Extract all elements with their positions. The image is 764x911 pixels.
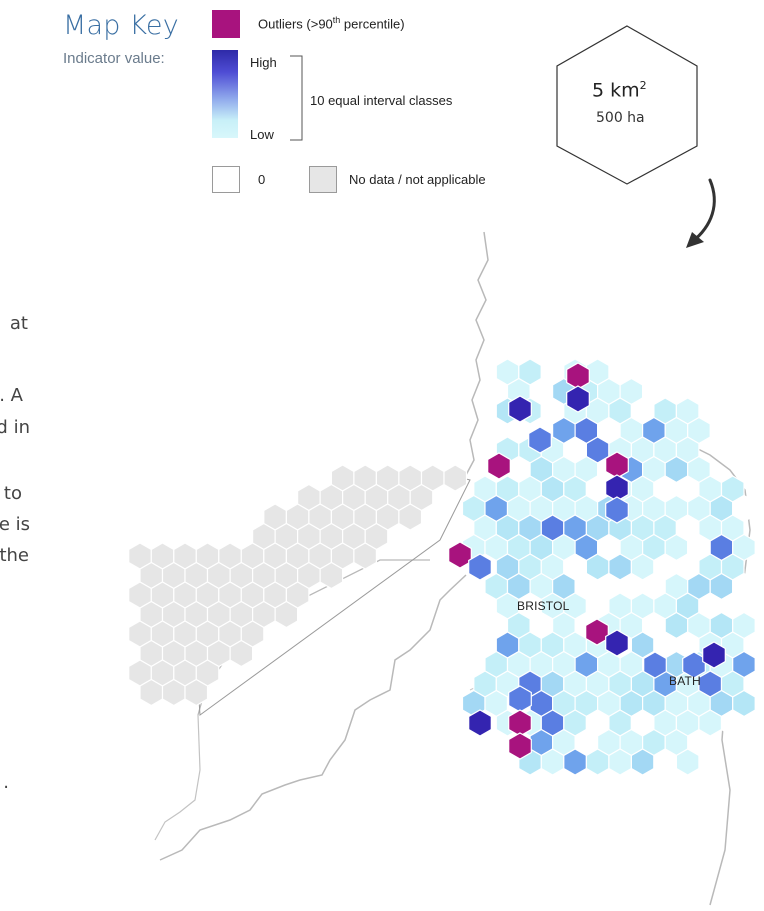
nodata-hex [353, 542, 377, 570]
nodata-hex [161, 678, 186, 707]
low-label: Low [250, 127, 274, 142]
highlight-hex [508, 395, 532, 423]
coastline-south [159, 574, 467, 861]
highlight-hex [508, 685, 532, 713]
highlight-hex [448, 541, 472, 569]
coastline-north [465, 231, 489, 476]
left-text-line-3: sed in [0, 417, 30, 438]
highlight-hex [585, 618, 609, 646]
highlight-hex [487, 452, 511, 480]
indicator-hex [540, 748, 565, 776]
classes-label: 10 equal interval classes [310, 93, 453, 108]
highlight-hex [566, 385, 590, 413]
coastline-wales [154, 714, 201, 841]
nodata-hex [229, 639, 254, 668]
indicator-hex [563, 748, 588, 776]
highlight-hex [605, 451, 629, 479]
left-text-line-1: at [9, 313, 28, 334]
highlight-hex [605, 629, 629, 657]
hex-area-label: 5 km2 [592, 79, 647, 102]
left-text-line-4: d to [0, 483, 22, 504]
highlight-hex [508, 732, 532, 760]
nodata-hex [319, 561, 344, 590]
nodata-label: No data / not applicable [349, 172, 486, 187]
left-text-line-7: . [3, 772, 9, 793]
indicator-hex [630, 748, 655, 776]
indicator-hex [585, 748, 610, 776]
city-label-bath: BATH [669, 674, 701, 688]
gradient-swatch [212, 50, 238, 138]
nodata-hex [398, 503, 423, 531]
indicator-hex [698, 709, 723, 737]
left-text-line-6: the [0, 545, 29, 566]
curved-arrow [686, 178, 716, 248]
nodata-hex [139, 678, 164, 707]
nodata-hex [184, 678, 209, 707]
hex-scale-shape [556, 25, 698, 185]
city-label-bristol: BRISTOL [517, 599, 570, 613]
indicator-value-label: Indicator value: [63, 50, 165, 67]
map-key-title: Map Key [63, 10, 179, 41]
nodata-hex [274, 600, 299, 629]
nodata-swatch [309, 166, 337, 193]
indicator-hex [653, 748, 678, 776]
outliers-label: Outliers (>90th percentile) [258, 15, 405, 32]
indicator-hex [675, 748, 700, 776]
nodata-hex [443, 464, 468, 492]
left-text-line-5: here is [0, 514, 30, 535]
highlight-hex [528, 426, 552, 454]
class-bracket [290, 55, 303, 141]
highlight-hex [702, 641, 726, 669]
high-label: High [250, 55, 277, 70]
highlight-hex [643, 651, 667, 679]
highlight-hex [605, 496, 629, 524]
indicator-hex [720, 709, 745, 737]
highlight-hex [468, 553, 492, 581]
zero-swatch [212, 166, 240, 193]
left-text-line-2: s. A [0, 385, 23, 406]
highlight-hex [566, 362, 590, 390]
zero-label: 0 [258, 172, 266, 187]
highlight-hex [468, 709, 492, 737]
outlier-swatch [212, 10, 240, 38]
hex-ha-label: 500 ha [596, 110, 645, 126]
indicator-hex [608, 748, 633, 776]
highlight-hex [508, 709, 532, 737]
